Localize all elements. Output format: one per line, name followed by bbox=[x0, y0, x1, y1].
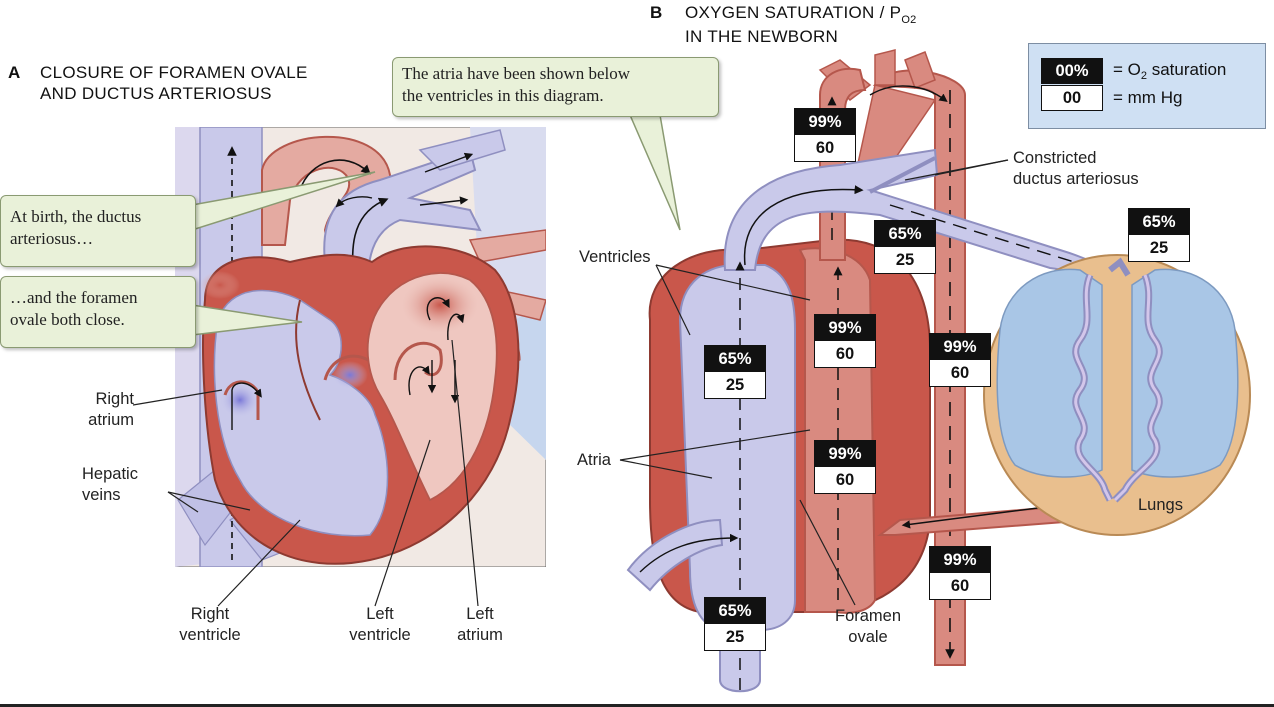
panel-b-leader-lines bbox=[619, 159, 1009, 606]
badge-mmhg: 60 bbox=[835, 345, 855, 363]
panel-a-title-line2: AND DUCTUS ARTERIOSUS bbox=[40, 84, 272, 103]
callout-foramen-line1: …and the foramen bbox=[10, 288, 138, 307]
panel-b-title-text: OXYGEN SATURATION / P bbox=[685, 3, 902, 22]
label-right-atrium-line2: atrium bbox=[88, 411, 134, 429]
badge-mmhg: 25 bbox=[895, 251, 915, 269]
label-lungs: Lungs bbox=[1138, 496, 1183, 514]
po2-subscript: O2 bbox=[901, 14, 917, 26]
badge-aortic-arch: 99% 60 bbox=[794, 108, 856, 162]
badge-left-atrium: 99% 60 bbox=[814, 440, 876, 494]
badge-sat: 99% bbox=[930, 547, 990, 573]
badge-left-ventricle: 99% 60 bbox=[814, 314, 876, 368]
callout-atria-line2: the ventricles in this diagram. bbox=[402, 86, 604, 105]
label-foramen-line1: Foramen bbox=[834, 607, 902, 625]
label-right-atrium-line1: Right bbox=[95, 390, 134, 408]
badge-mmhg: 25 bbox=[725, 628, 745, 646]
panel-a-heart-illustration bbox=[175, 127, 546, 567]
legend-box: 00% = O2 saturation 00 = mm Hg bbox=[1028, 43, 1266, 129]
badge-mmhg: 60 bbox=[815, 139, 835, 157]
label-ventricles: Ventricles bbox=[579, 248, 651, 266]
label-foramen-line2: ovale bbox=[848, 628, 888, 646]
badge-sat: 99% bbox=[930, 334, 990, 360]
badge-mmhg: 60 bbox=[950, 364, 970, 382]
panel-b-title: OXYGEN SATURATION / PO2 IN THE NEWBORN bbox=[685, 2, 917, 47]
panel-b-title-line1: OXYGEN SATURATION / PO2 bbox=[685, 2, 917, 26]
callout-atria-line1: The atria have been shown below bbox=[402, 64, 630, 83]
label-la-line2: atrium bbox=[457, 626, 503, 644]
bottom-rule bbox=[0, 704, 1274, 707]
badge-sat: 65% bbox=[705, 598, 765, 624]
label-left-ventricle: Left ventricle bbox=[330, 604, 430, 646]
label-atria: Atria bbox=[577, 451, 611, 469]
label-la-line1: Left bbox=[466, 605, 494, 623]
label-hepatic-line1: Hepatic bbox=[82, 465, 138, 483]
legend-mmhg-swatch: 00 bbox=[1041, 85, 1103, 111]
callout-ductus-line2: arteriosus… bbox=[10, 229, 94, 248]
panel-a-letter: A bbox=[8, 63, 21, 82]
label-right-atrium: Right atrium bbox=[72, 389, 134, 431]
label-constricted-line1: Constricted bbox=[1013, 149, 1097, 167]
label-hepatic-veins: Hepatic veins bbox=[82, 464, 138, 506]
badge-descending-aorta-upper: 99% 60 bbox=[929, 333, 991, 387]
panel-a-leader-lines bbox=[132, 339, 479, 607]
legend-saturation-swatch: 00% bbox=[1041, 58, 1103, 84]
callout-foramen-closes: …and the foramen ovale both close. bbox=[0, 276, 196, 348]
label-lv-line2: ventricle bbox=[349, 626, 411, 644]
legend-sat-post: saturation bbox=[1147, 60, 1227, 79]
label-right-ventricle: Right ventricle bbox=[160, 604, 260, 646]
label-rv-line1: Right bbox=[190, 605, 230, 623]
callout-foramen-line2: ovale both close. bbox=[10, 310, 125, 329]
badge-sat: 99% bbox=[815, 315, 875, 341]
label-lv-line1: Left bbox=[366, 605, 394, 623]
badge-sat: 99% bbox=[795, 109, 855, 135]
badge-mmhg: 25 bbox=[725, 376, 745, 394]
badge-pulmonary-artery: 65% 25 bbox=[874, 220, 936, 274]
panel-a-title-line1: CLOSURE OF FORAMEN OVALE bbox=[40, 63, 308, 82]
legend-saturation-text: = O2 saturation bbox=[1113, 60, 1227, 82]
badge-sat: 65% bbox=[1129, 209, 1189, 235]
label-rv-line2: ventricle bbox=[179, 626, 241, 644]
badge-right-ventricle: 65% 25 bbox=[704, 345, 766, 399]
label-foramen-ovale: Foramen ovale bbox=[828, 606, 908, 648]
panel-a-title: CLOSURE OF FORAMEN OVALE AND DUCTUS ARTE… bbox=[40, 62, 308, 104]
legend-mmhg-text: = mm Hg bbox=[1113, 88, 1183, 107]
badge-descending-aorta-lower: 99% 60 bbox=[929, 546, 991, 600]
label-hepatic-line2: veins bbox=[82, 486, 121, 504]
label-constricted-line2: ductus arteriosus bbox=[1013, 170, 1139, 188]
legend-sat-sub: 2 bbox=[1140, 70, 1147, 82]
badge-lung-inflow: 65% 25 bbox=[1128, 208, 1190, 262]
legend-sat-pre: = O bbox=[1113, 60, 1141, 79]
callout-ductus-closes: At birth, the ductus arteriosus… bbox=[0, 195, 196, 267]
panel-b-title-line2: IN THE NEWBORN bbox=[685, 27, 839, 46]
label-constricted-ductus: Constricted ductus arteriosus bbox=[1013, 148, 1139, 190]
badge-mmhg: 60 bbox=[835, 471, 855, 489]
badge-mmhg: 60 bbox=[950, 577, 970, 595]
badge-vena-cava: 65% 25 bbox=[704, 597, 766, 651]
panel-b-letter: B bbox=[650, 3, 663, 22]
badge-sat: 65% bbox=[875, 221, 935, 247]
badge-sat: 99% bbox=[815, 441, 875, 467]
label-left-atrium: Left atrium bbox=[445, 604, 515, 646]
badge-sat: 65% bbox=[705, 346, 765, 372]
callout-ductus-line1: At birth, the ductus bbox=[10, 207, 142, 226]
callout-atria-below-ventricles: The atria have been shown below the vent… bbox=[392, 57, 719, 117]
badge-mmhg: 25 bbox=[1149, 239, 1169, 257]
